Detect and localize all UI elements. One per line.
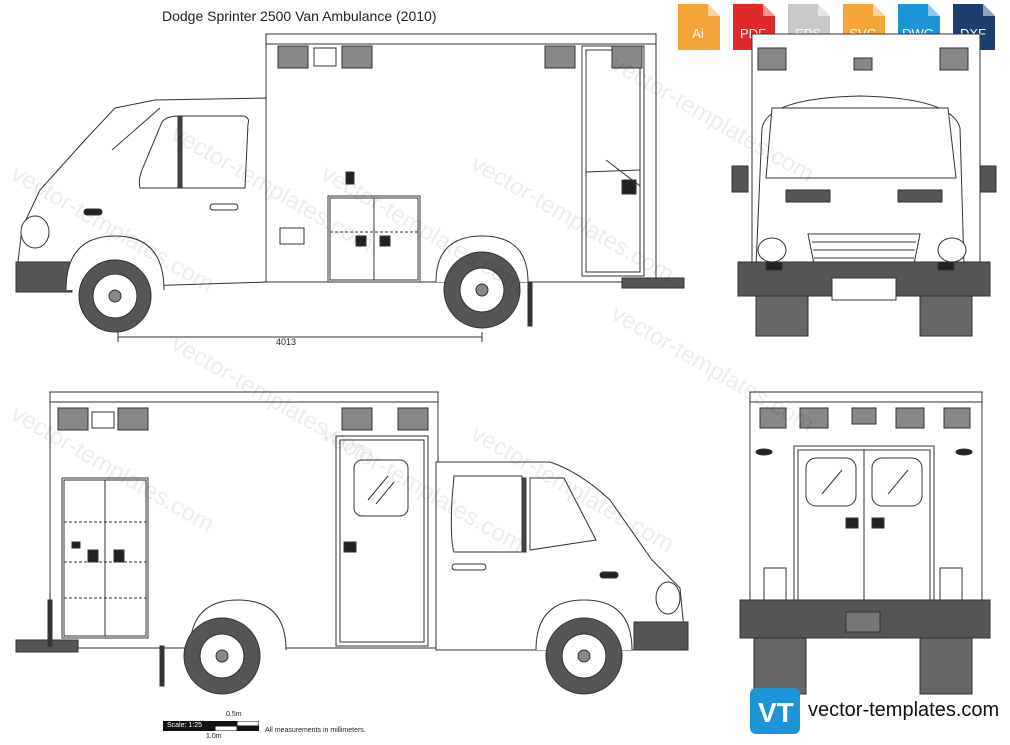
scale-note: All measurements in millimeters. (265, 727, 366, 734)
page-title: Dodge Sprinter 2500 Van Ambulance (2010) (162, 8, 437, 24)
length-dimension: 4013 (276, 337, 297, 347)
scale-full-label: 1.0m (206, 733, 222, 740)
side-view-right (15, 391, 689, 695)
format-ai-label: Ai (692, 26, 704, 41)
scale-half-label: 0.5m (226, 711, 242, 718)
scale-bar (215, 721, 259, 731)
side-view-left (15, 33, 685, 342)
brand-logo[interactable]: VT (750, 688, 800, 734)
front-view (731, 33, 997, 337)
brand-name[interactable]: vector-templates.com (808, 699, 1000, 721)
brand-logo-text: VT (758, 697, 794, 728)
scale-label: Scale: 1:25 (163, 721, 215, 731)
format-ai-icon[interactable]: Ai (676, 4, 720, 50)
rear-view (739, 391, 991, 695)
